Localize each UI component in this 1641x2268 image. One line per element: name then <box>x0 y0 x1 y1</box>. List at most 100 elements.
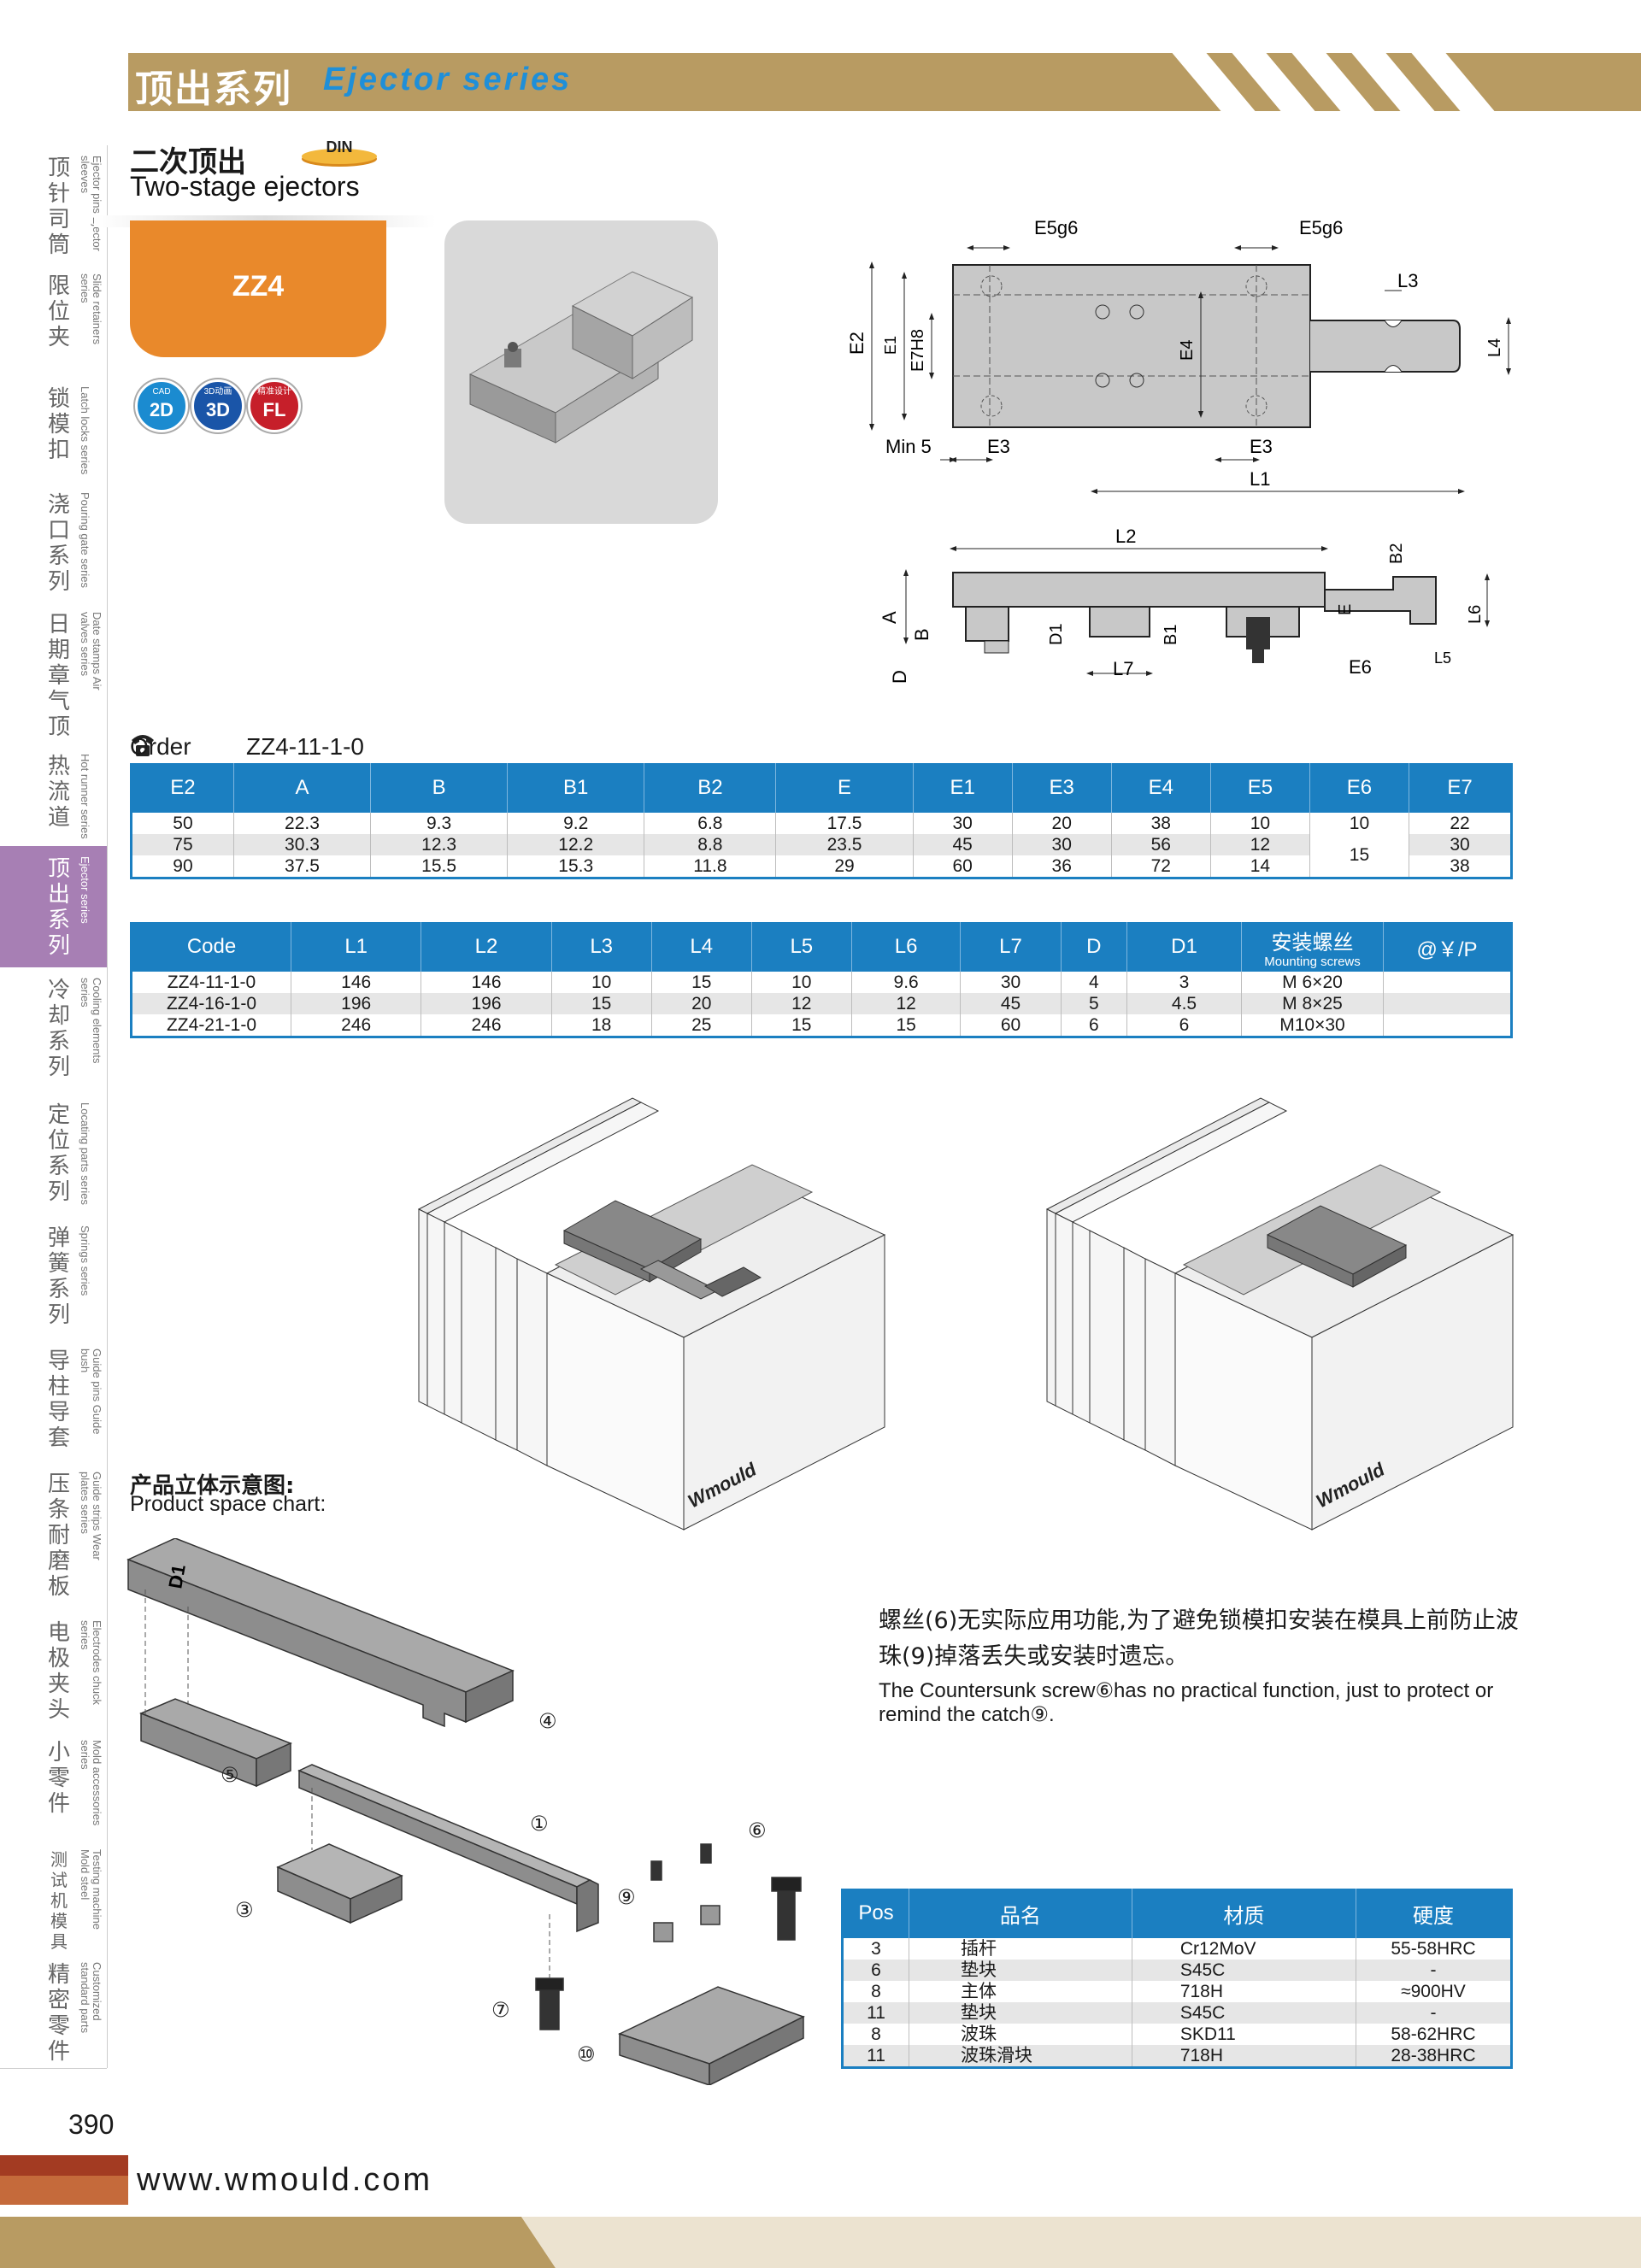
table-header: L4 <box>650 922 752 972</box>
table-cell: 12 <box>850 993 961 1014</box>
table-row: 90 37.5 15.5 15.3 11.8 29 60 36 72 14 38 <box>132 855 1512 878</box>
note-cn: 螺丝(6)无实际应用功能,为了避免锁模扣安装在模具上前防止波珠(9)掉落丢失或安… <box>879 1607 1519 1670</box>
table-cell: 75 <box>131 834 234 855</box>
format-small-label: 3D动画 <box>203 387 232 397</box>
table-cell: 30.3 <box>232 834 371 855</box>
sidebar-item-electrodes[interactable]: 电极夹头 Electrodes chuck series <box>0 1610 107 1730</box>
mold-assembly-open: Wmould <box>417 1097 886 1531</box>
sidebar-item-hot-runner[interactable]: 热流道 Hot runner series <box>0 743 107 847</box>
table-cell: 波珠滑块 <box>908 2045 1132 2068</box>
table-header: E5 <box>1209 763 1310 813</box>
table-header-sub: Mounting screws <box>1264 954 1361 969</box>
dim-label: A <box>879 611 900 624</box>
sidebar-item-date-stamps[interactable]: 日期章气顶 Date stamps Air valves series <box>0 602 107 744</box>
table-row: 50 22.3 9.3 9.2 6.8 17.5 30 20 38 10 10 … <box>132 813 1512 834</box>
sidebar-item-ejector-pins[interactable]: 顶针司筒 Ejector pins Ejector sleeves <box>0 145 107 264</box>
sidebar-item-label: 限位夹 <box>48 273 71 350</box>
sidebar-item-label: 顶出系列 <box>48 856 71 959</box>
sidebar-item-guide-pins[interactable]: 导柱导套 Guide pins Guide bush <box>0 1338 107 1462</box>
sidebar-item-latch-locks[interactable]: 锁模扣 Latch locks series <box>0 376 107 483</box>
sidebar-item-slide-retainers[interactable]: 限位夹 Slide retainers series <box>0 263 107 377</box>
footer-url[interactable]: www.wmould.com <box>137 2162 433 2198</box>
sidebar-item-label: 弹簧系列 <box>48 1225 71 1328</box>
header-title-en: Ejector series <box>323 62 573 97</box>
phone-icon <box>132 735 154 756</box>
table-cell: 6 <box>842 1960 909 1981</box>
table-header: Pos <box>842 1889 909 1938</box>
table-cell: 50 <box>173 813 193 833</box>
table-cell: 38 <box>1110 813 1211 834</box>
sidebar-item-locating[interactable]: 定位系列 Locating parts series <box>0 1092 107 1216</box>
dim-label: L5 <box>1434 649 1451 667</box>
footer-accent <box>0 2155 128 2176</box>
sidebar-item-testing[interactable]: 测试机模具钢 Testing machine Mold steel <box>0 1839 107 1972</box>
materials-table: Pos 品名 材质 硬度 3 插杆 Cr12MoV 55-58HRC 6 垫块 … <box>841 1889 1513 2069</box>
table-header: @￥/P <box>1383 922 1512 972</box>
dim-label: E7H8 <box>909 329 927 372</box>
table-cell: 11 <box>842 2002 909 2024</box>
d1-label: D1 <box>164 1563 190 1590</box>
dim-label: L7 <box>1113 658 1133 679</box>
table-header: Code <box>131 922 291 972</box>
table-cell: 15 <box>750 1014 852 1037</box>
sidebar-item-sublabel: Testing machine Mold steel <box>79 1849 103 1930</box>
table-cell: 718H <box>1131 1981 1356 2002</box>
table-cell: 12 <box>1209 834 1310 855</box>
sidebar-item-ejector-series[interactable]: 顶出系列 Ejector series <box>0 846 107 968</box>
table-cell: 垫块 <box>908 1960 1132 1981</box>
side-view-body <box>952 572 1326 608</box>
table-cell: - <box>1355 1960 1512 1981</box>
table-cell: 17.5 <box>775 813 914 834</box>
cad-2d-icon[interactable]: CAD 2D <box>135 379 188 432</box>
table-cell: 29 <box>775 855 914 878</box>
format-label: 2D <box>149 399 174 420</box>
dim-label: B <box>911 628 932 641</box>
order-label: Order <box>130 733 191 760</box>
sidebar-item-label: 电极夹头 <box>48 1620 71 1723</box>
table-cell: 12.3 <box>370 834 508 855</box>
sidebar: 顶针司筒 Ejector pins Ejector sleeves 限位夹 Sl… <box>0 145 108 2069</box>
table-header: E3 <box>1011 763 1112 813</box>
table-cell: 8.8 <box>644 834 776 855</box>
table-cell: 主体 <box>908 1981 1132 2002</box>
table-header: E6 <box>1309 763 1409 813</box>
table-cell: 5 <box>1060 993 1127 1014</box>
mounting-screws-header: 安装螺丝 Mounting screws <box>1241 922 1384 972</box>
sidebar-item-pouring-gate[interactable]: 浇口系列 Pouring gate series <box>0 482 107 602</box>
table-cell: 10 <box>550 972 652 993</box>
sidebar-item-springs[interactable]: 弹簧系列 Springs series <box>0 1215 107 1339</box>
table-cell: ZZ4-11-1-0 <box>167 972 256 992</box>
sidebar-item-label: 导柱导套 <box>48 1348 71 1451</box>
callout-9: ⑨ <box>617 1886 636 1909</box>
table-cell: 146 <box>290 972 421 993</box>
sidebar-item-cooling[interactable]: 冷却系列 Cooling elements series <box>0 967 107 1093</box>
dim-label: E6 <box>1349 656 1372 678</box>
top-view-body <box>952 264 1311 428</box>
table-cell: 4 <box>1060 972 1127 993</box>
table-header: E <box>775 763 914 813</box>
table-cell: 3 <box>1126 972 1242 993</box>
dim-label: B1 <box>1162 625 1180 645</box>
sidebar-item-customized[interactable]: 精密零件 Customized standard parts <box>0 1952 107 2069</box>
sidebar-item-label: 冷却系列 <box>48 978 71 1080</box>
sidebar-item-sublabel: Springs series <box>79 1225 91 1296</box>
table-cell: 15.3 <box>507 855 644 878</box>
table-cell: 6 <box>1126 1014 1242 1037</box>
table-row: 8 波珠 SKD11 58-62HRC <box>843 2024 1512 2045</box>
table-header-row: Code L1 L2 L3 L4 L5 L6 L7 D D1 安装螺丝 Moun… <box>131 922 1512 972</box>
sidebar-item-sublabel: Locating parts series <box>79 1102 91 1205</box>
dim-label: D <box>889 670 910 684</box>
table-cell: 15 <box>650 972 752 993</box>
sidebar-item-guide-strips[interactable]: 压条耐磨板 Guide strips Wear plates series <box>0 1461 107 1611</box>
table-header: 硬度 <box>1355 1889 1512 1938</box>
sidebar-item-accessories[interactable]: 小零件 Mold accessories series <box>0 1730 107 1840</box>
table-header: L2 <box>421 922 552 972</box>
3d-animation-icon[interactable]: 3D动画 3D <box>191 379 244 432</box>
table-cell: 246 <box>421 1014 552 1037</box>
space-chart-title-cn: 产品立体示意图: <box>130 1473 295 1499</box>
table-header: 材质 <box>1131 1889 1356 1938</box>
table-cell: 18 <box>550 1014 652 1037</box>
dimension-table-2: Code L1 L2 L3 L4 L5 L6 L7 D D1 安装螺丝 Moun… <box>130 922 1513 1038</box>
dim-label: L3 <box>1397 270 1418 291</box>
fl-icon[interactable]: 精准设计 FL <box>248 379 301 432</box>
